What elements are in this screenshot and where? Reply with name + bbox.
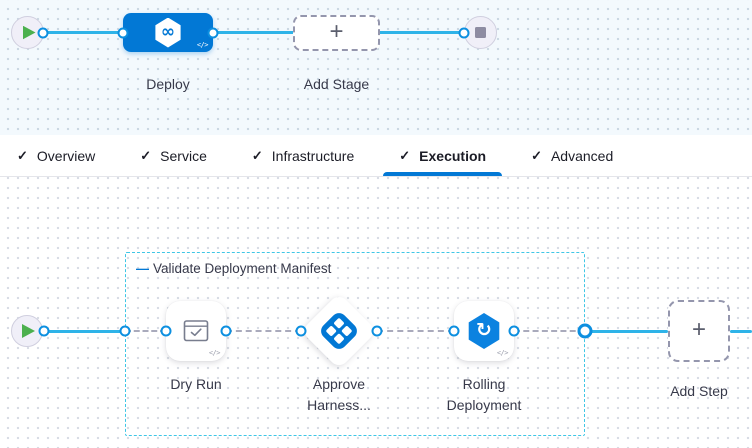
step-label-approval: Approve Harness... xyxy=(307,376,371,413)
port-deploy-out[interactable] xyxy=(207,27,219,38)
plus-icon: + xyxy=(329,18,344,45)
harness-approval-icon xyxy=(321,313,357,349)
step-node-rolling-deployment[interactable]: ↻ </> xyxy=(454,301,514,361)
tab-label: Advanced xyxy=(550,147,614,164)
tab-advanced[interactable]: ✓ Advanced xyxy=(515,135,629,176)
check-icon: ✓ xyxy=(251,147,263,163)
harness-cd-icon: ∞ xyxy=(155,17,181,48)
execution-canvas: — Validate Deployment Manifest </> Dry R… xyxy=(0,177,752,448)
step-node-approval[interactable] xyxy=(300,292,378,370)
exec-connector-line xyxy=(44,329,125,333)
tab-label: Overview xyxy=(36,147,96,164)
tab-label: Service xyxy=(160,147,207,164)
port-start-out[interactable] xyxy=(37,27,49,38)
code-icon: </> xyxy=(196,41,209,49)
tab-label: Execution xyxy=(419,147,487,164)
exec-dashed-connector xyxy=(377,330,454,332)
group-dash-icon: — xyxy=(136,261,149,276)
tab-execution[interactable]: ✓ Execution xyxy=(383,135,502,176)
step-group-label[interactable]: — Validate Deployment Manifest xyxy=(136,261,331,276)
port-end-in[interactable] xyxy=(458,27,470,38)
check-icon: ✓ xyxy=(17,147,28,163)
port-exec-start-out[interactable] xyxy=(38,325,50,337)
stop-icon xyxy=(475,27,486,38)
group-name: Validate Deployment Manifest xyxy=(153,261,332,276)
port-approval-out[interactable] xyxy=(371,325,383,337)
exec-dashed-connector xyxy=(514,330,585,332)
stage-label: Deploy xyxy=(146,76,190,92)
check-icon: ✓ xyxy=(140,147,152,163)
add-stage-label: Add Stage xyxy=(303,76,370,92)
port-rolling-in[interactable] xyxy=(448,325,460,337)
tab-label: Infrastructure xyxy=(271,147,355,164)
tab-infrastructure[interactable]: ✓ Infrastructure xyxy=(236,135,370,176)
port-dry-run-out[interactable] xyxy=(220,325,232,337)
step-label-dry-run: Dry Run xyxy=(170,376,222,392)
port-deploy-in[interactable] xyxy=(117,27,129,38)
code-icon: </> xyxy=(208,349,221,357)
add-stage-button[interactable]: + xyxy=(293,15,380,51)
port-dry-run-in[interactable] xyxy=(160,325,172,337)
tab-overview[interactable]: ✓ Overview xyxy=(1,135,111,176)
check-icon: ✓ xyxy=(531,147,542,163)
code-icon: </> xyxy=(496,349,509,357)
port-approval-in[interactable] xyxy=(295,325,307,337)
play-icon xyxy=(22,25,36,40)
stage-canvas: ∞ </> Deploy + Add Stage xyxy=(0,0,752,135)
exec-connector-line xyxy=(585,329,668,333)
add-step-label: Add Step xyxy=(670,383,728,399)
port-group-in[interactable] xyxy=(119,325,131,337)
plus-icon: + xyxy=(691,316,706,343)
port-rolling-out[interactable] xyxy=(508,325,520,337)
exec-connector-line xyxy=(730,329,752,333)
stage-config-tabs: ✓ Overview ✓ Service ✓ Infrastructure ✓ … xyxy=(0,135,752,177)
stage-node-deploy[interactable]: ∞ </> xyxy=(123,13,213,52)
exec-dashed-connector xyxy=(226,330,301,332)
exec-dashed-connector xyxy=(125,330,166,332)
play-icon xyxy=(22,324,35,338)
check-icon: ✓ xyxy=(399,147,411,163)
stage-connector-line xyxy=(43,31,464,34)
dry-run-icon xyxy=(183,320,209,342)
add-step-button[interactable]: + xyxy=(668,300,730,362)
step-group-container: — Validate Deployment Manifest xyxy=(125,252,585,436)
rolling-deployment-icon: ↻ xyxy=(468,313,500,349)
step-node-dry-run[interactable]: </> xyxy=(166,301,226,361)
port-group-out[interactable] xyxy=(577,323,593,339)
tab-service[interactable]: ✓ Service xyxy=(124,135,223,176)
step-label-rolling-deployment: Rolling Deployment xyxy=(446,376,522,413)
